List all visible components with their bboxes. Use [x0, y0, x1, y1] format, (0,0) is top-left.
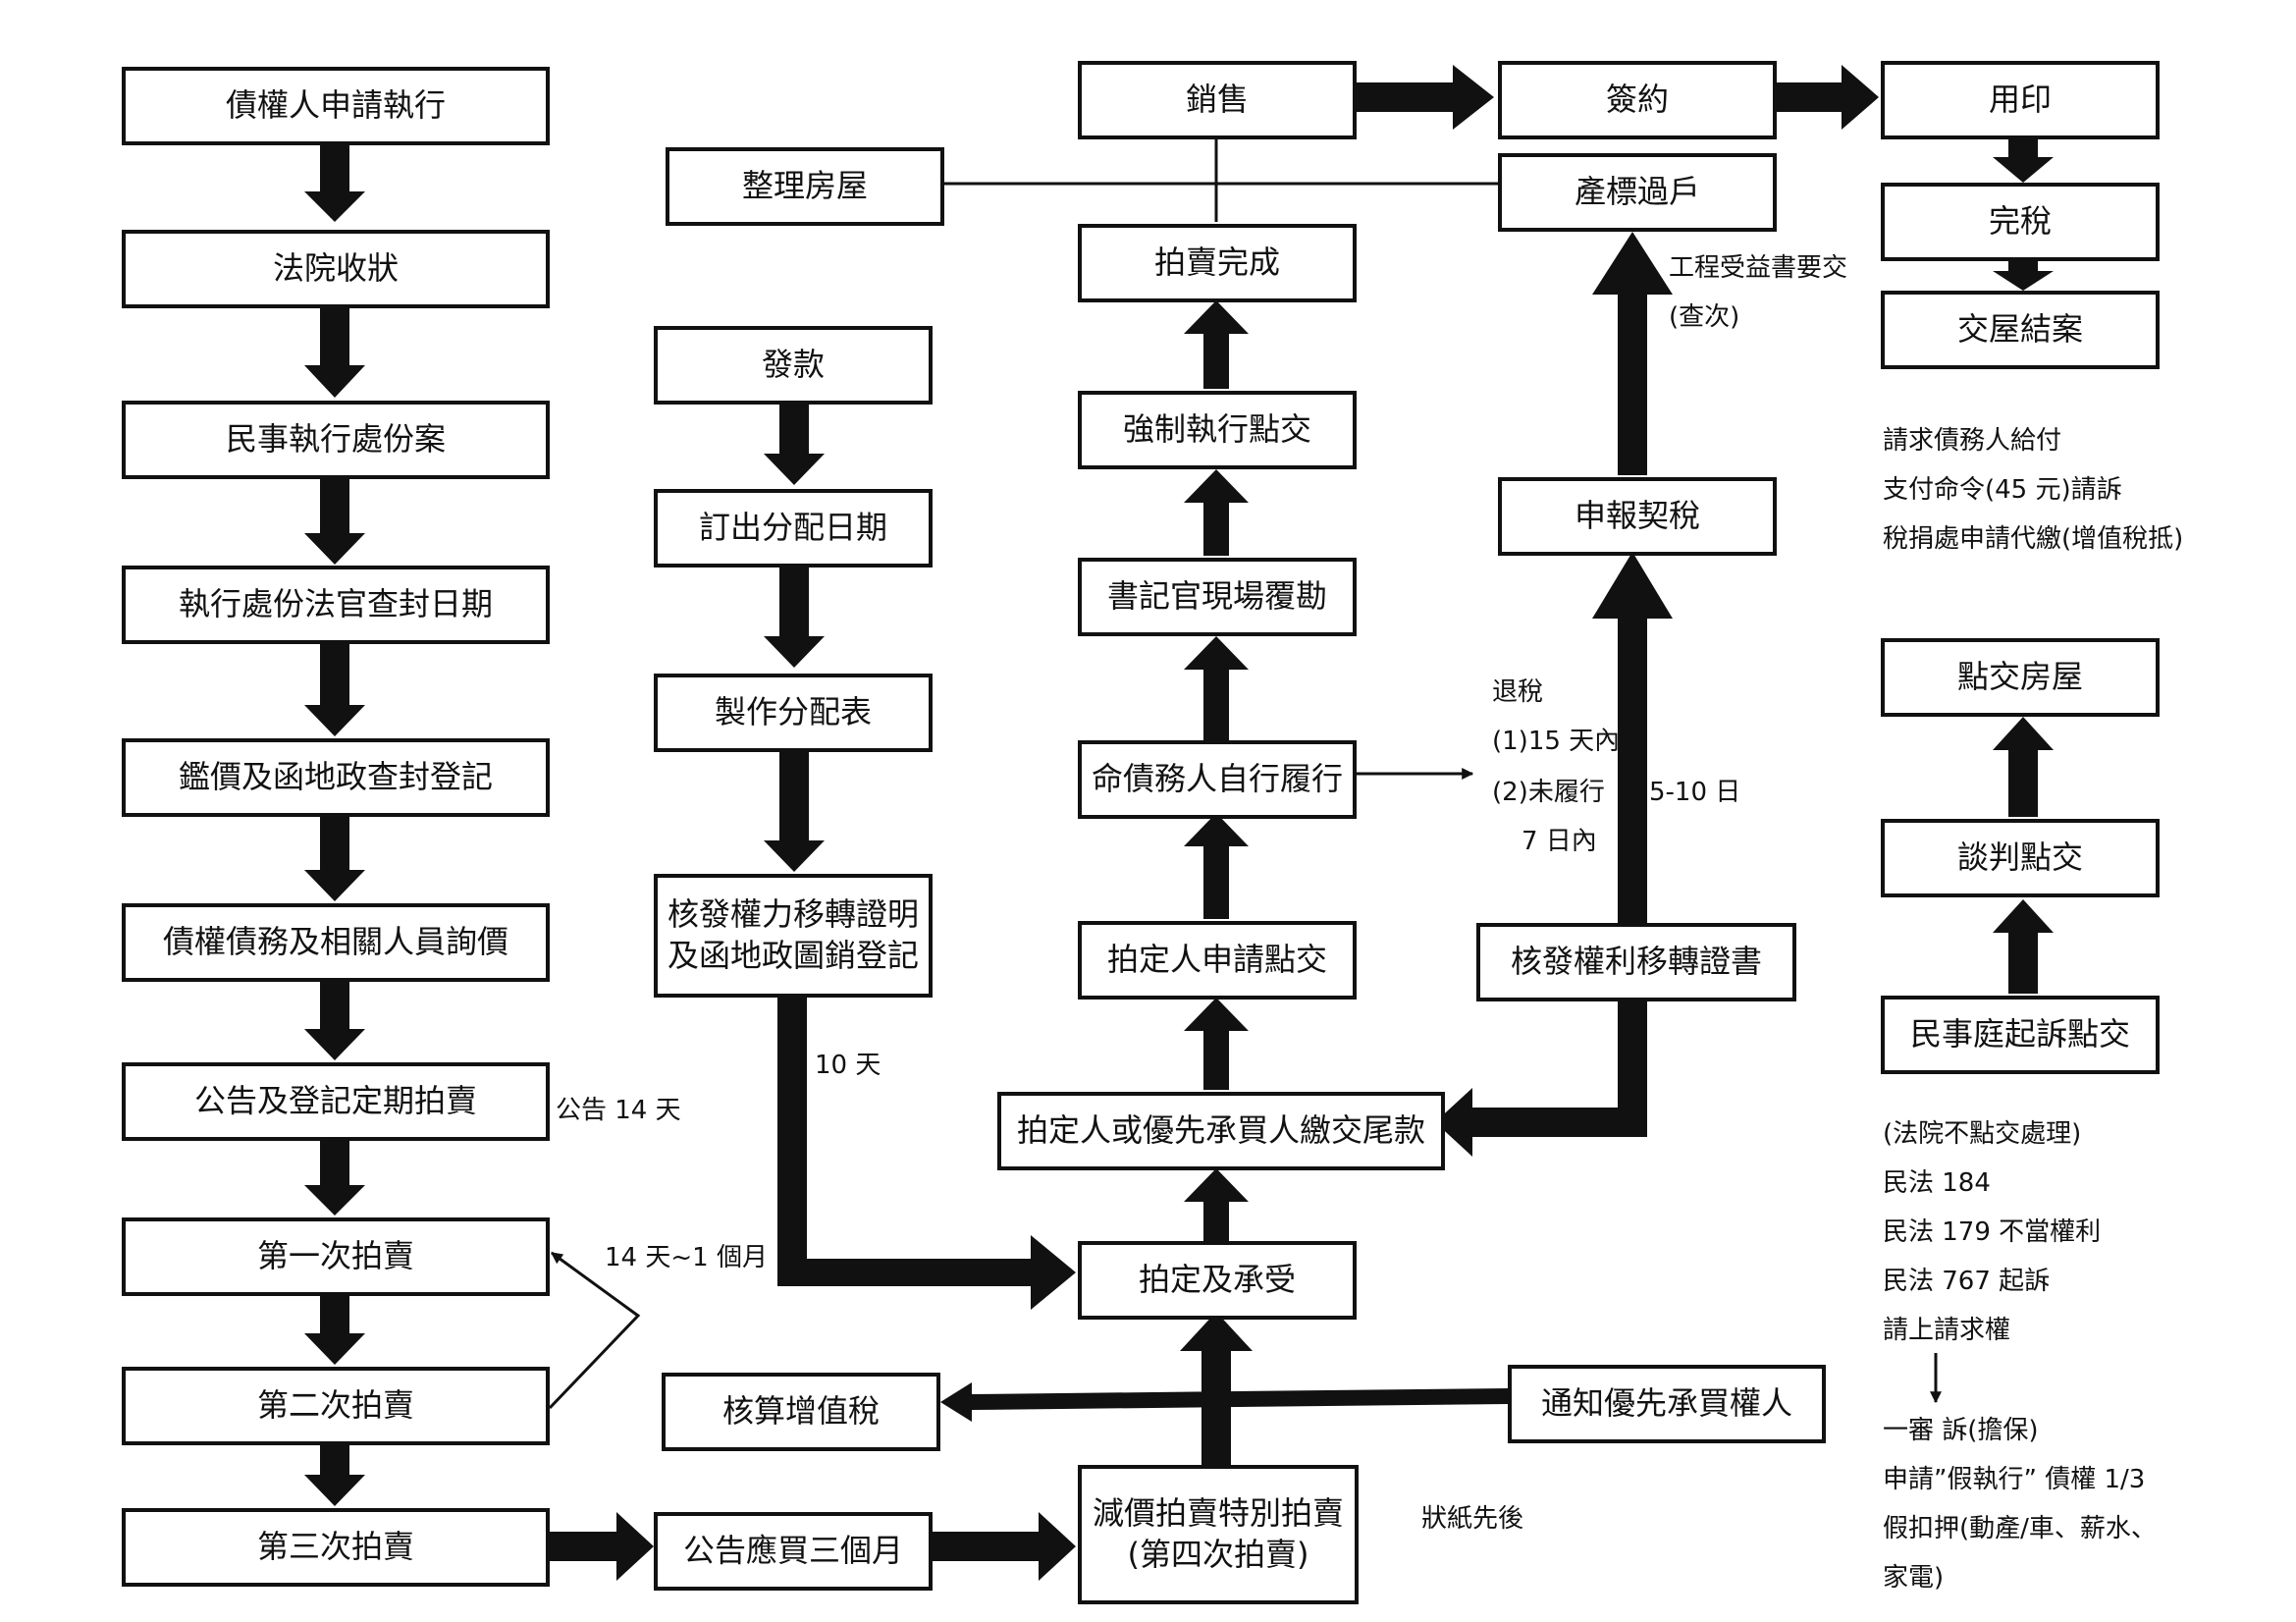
note-within-15-days: (1)15 天內 — [1492, 727, 1621, 756]
arrow-announce3m-to-reduced — [931, 1512, 1076, 1581]
arrow-sales-to-sign — [1357, 65, 1494, 130]
note-suit-block-line: 申請”假執行” 債權 1/3 — [1883, 1465, 2146, 1494]
box-issue-cert-deregister: 核發權力移轉證明 及函地政圖銷登記 — [654, 874, 933, 998]
box-auction-1: 第一次拍賣 — [122, 1217, 550, 1296]
note-not-performed: (2)未履行 — [1492, 778, 1605, 807]
box-reduced-auction: 減價拍賣特別拍賣 (第四次拍賣) — [1078, 1465, 1359, 1604]
arrow-inquiry-to-announce — [304, 980, 365, 1060]
box-sales: 銷售 — [1078, 61, 1357, 139]
box-make-distribution-table: 製作分配表 — [654, 674, 933, 752]
arrow-announce-to-auction1 — [304, 1139, 365, 1216]
box-auction-2: 第二次拍賣 — [122, 1367, 550, 1445]
arrow-tax-to-close — [1993, 259, 2054, 291]
box-court-receive: 法院收狀 — [122, 230, 550, 308]
note-engineering-benefit-1: 工程受益書要交 — [1669, 253, 1848, 283]
arrow-suit-to-negotiate — [1993, 899, 2054, 994]
note-suit-block-line: 家電) — [1883, 1563, 1945, 1593]
arrow-judge-to-appraise — [304, 643, 365, 736]
arrow-notify-to-vat — [940, 1382, 1508, 1422]
left-column-arrows — [304, 142, 365, 1506]
box-handover-close: 交屋結案 — [1881, 291, 2160, 369]
note-law-block-line: 民法 179 不當權利 — [1883, 1217, 2102, 1247]
box-pay-balance: 拍定人或優先承買人繳交尾款 — [997, 1092, 1445, 1170]
box-judge-seal-date: 執行處份法官查封日期 — [122, 566, 550, 644]
note-law-block-line: (法院不點交處理) — [1883, 1119, 2082, 1149]
arrow-deregister-to-accept — [777, 996, 1076, 1310]
box-price-inquiry: 債權債務及相關人員詢價 — [122, 903, 550, 982]
box-sign-contract: 簽約 — [1498, 61, 1777, 139]
arrow-civil-to-judge — [304, 477, 365, 565]
arrow-stamp-to-tax — [1993, 137, 2054, 183]
note-suit-block-line: 一審 訴(擔保) — [1883, 1416, 2039, 1445]
note-right-block-line: 稅捐處申請代繳(增值稅抵) — [1883, 524, 2184, 554]
box-forced-handover: 強制執行點交 — [1078, 391, 1357, 469]
box-tidy-house: 整理房屋 — [666, 147, 944, 226]
note-law-block-line: 民法 184 — [1883, 1168, 1991, 1198]
arrow-payout-to-date — [764, 403, 825, 485]
arrow-accept-to-balance — [1184, 1168, 1249, 1241]
arrow-cert-to-balance — [1435, 998, 1647, 1157]
box-winner-apply-handover: 拍定人申請點交 — [1078, 921, 1357, 1000]
box-auction-3: 第三次拍賣 — [122, 1508, 550, 1587]
box-clerk-onsite: 書記官現場覆勘 — [1078, 558, 1357, 636]
note-days-5-10: 5-10 日 — [1649, 778, 1741, 807]
note-refund-tax: 退稅 — [1492, 677, 1544, 707]
note-announce-14-days: 公告 14 天 — [556, 1096, 681, 1125]
arrow-forced-to-done — [1184, 300, 1249, 389]
arrow-appraise-to-inquiry — [304, 815, 365, 901]
arrow-debtor-to-clerk — [1184, 636, 1249, 740]
box-set-distribution-date: 訂出分配日期 — [654, 489, 933, 568]
arrow-court-to-civil — [304, 308, 365, 398]
box-issue-transfer-cert: 核發權利移轉證書 — [1476, 923, 1796, 1001]
note-suit-block: 一審 訴(擔保) 申請”假執行” 債權 1/3 假扣押(動產/車、薪水、 家電) — [1883, 1406, 2157, 1602]
box-declare-deed-tax: 申報契稅 — [1498, 477, 1777, 556]
arrow-auction1-to-auction2 — [304, 1294, 365, 1365]
box-payout: 發款 — [654, 326, 933, 405]
box-auction-accept: 拍定及承受 — [1078, 1241, 1357, 1320]
box-auction-done: 拍賣完成 — [1078, 224, 1357, 302]
arrow-sign-to-stamp — [1777, 65, 1879, 130]
note-engineering-benefit-2: (查次) — [1669, 302, 1740, 332]
note-days-10: 10 天 — [815, 1051, 881, 1080]
note-law-block-line: 請上請求權 — [1883, 1316, 2011, 1345]
arrow-creditor-to-court — [304, 142, 365, 222]
arrow-deedtax-to-transfer — [1592, 232, 1673, 475]
arrow-date-to-table — [764, 568, 825, 668]
box-announce-3-months: 公告應買三個月 — [654, 1512, 933, 1591]
box-notify-priority: 通知優先承買權人 — [1508, 1365, 1826, 1443]
note-days-14-1-month: 14 天~1 個月 — [605, 1243, 768, 1272]
arrow-cert-to-deedtax — [1592, 552, 1673, 923]
arrow-table-to-cert — [764, 750, 825, 872]
note-within-7-days: 7 日內 — [1522, 827, 1597, 856]
note-law-block-line: 民法 767 起訴 — [1883, 1267, 2051, 1296]
box-civil-exec: 民事執行處份案 — [122, 401, 550, 479]
note-right-block-line: 請求債務人給付 — [1883, 426, 2062, 456]
box-appraise-register: 鑑價及函地政查封登記 — [122, 738, 550, 817]
box-civil-suit-handover: 民事庭起訴點交 — [1881, 996, 2160, 1074]
note-paper-order: 狀紙先後 — [1421, 1504, 1524, 1534]
note-law-block: (法院不點交處理) 民法 184 民法 179 不當權利 民法 767 起訴 請… — [1883, 1109, 2101, 1355]
arrow-auction-loop — [548, 1251, 641, 1410]
box-calc-vat: 核算增值稅 — [662, 1373, 940, 1451]
box-house-handover: 點交房屋 — [1881, 638, 2160, 717]
box-tax-paid: 完稅 — [1881, 183, 2160, 261]
arrow-clerk-to-forced — [1184, 469, 1249, 556]
arrow-balance-to-winner — [1184, 998, 1249, 1090]
box-stamp: 用印 — [1881, 61, 2160, 139]
arrow-reduced-to-accept — [1180, 1312, 1253, 1465]
note-right-block-line: 支付命令(45 元)請訴 — [1883, 475, 2122, 505]
box-creditor-apply: 債權人申請執行 — [122, 67, 550, 145]
note-right-block: 請求債務人給付 支付命令(45 元)請訴 稅捐處申請代繳(增值稅抵) — [1883, 416, 2183, 564]
box-announce-auction: 公告及登記定期拍賣 — [122, 1062, 550, 1141]
note-suit-block-line: 假扣押(動產/車、薪水、 — [1883, 1514, 2157, 1543]
box-negotiate-handover: 談判點交 — [1881, 819, 2160, 897]
arrow-auction3-to-announce3m — [548, 1512, 654, 1581]
box-property-transfer: 產標過戶 — [1498, 153, 1777, 232]
arrow-auction2-to-auction3 — [304, 1443, 365, 1506]
arrow-negotiate-to-house — [1993, 717, 2054, 817]
box-debtor-self-perform: 命債務人自行履行 — [1078, 740, 1357, 819]
arrow-winner-to-debtor — [1184, 813, 1249, 919]
